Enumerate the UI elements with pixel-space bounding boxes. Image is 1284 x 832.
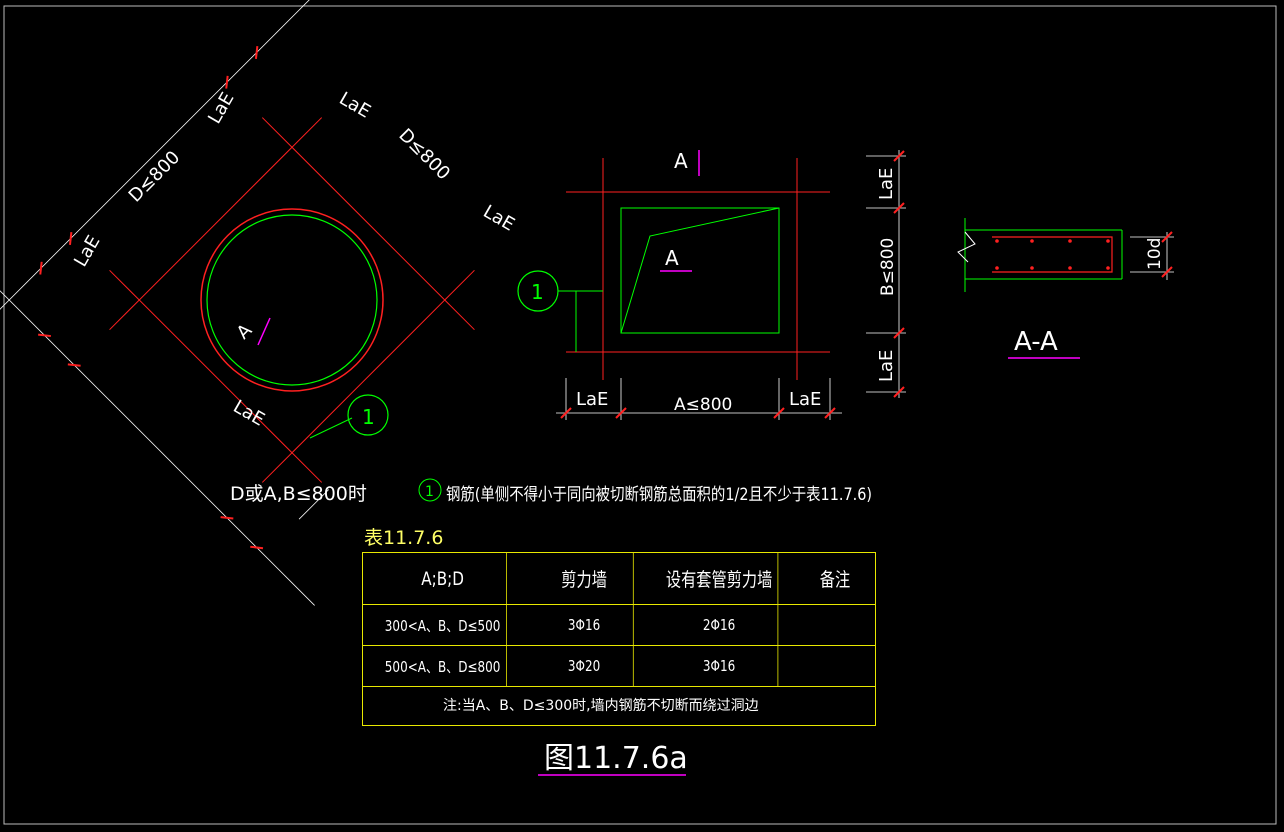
rectangular-opening-detail: A A 1 LaE A≤800 LaE LaE B≤800 LaE <box>517 149 906 420</box>
rebar-callout-circle <box>347 394 389 436</box>
table-header-cell: 备注 <box>819 569 851 591</box>
table-cell: 2Φ16 <box>661 605 779 645</box>
drawing-frame <box>3 5 1277 825</box>
table-cell: 3Φ16 <box>661 646 779 686</box>
table-title: 表11.7.6 <box>364 527 443 549</box>
table-header-cell: A;B;D <box>379 553 507 604</box>
section-aa-detail: 10d A-A <box>957 218 1174 359</box>
table-header-cell: 设有套管剪力墙 <box>661 553 779 604</box>
section-aa-title: A-A <box>1014 327 1058 357</box>
opening-rectangle <box>620 207 780 334</box>
ten-d-label: 10d <box>1145 238 1165 270</box>
table-cell: 3Φ20 <box>535 646 634 686</box>
callout-number: 1 <box>425 484 434 500</box>
reinforcement-square <box>138 146 446 454</box>
lae-label: LaE <box>576 389 608 410</box>
lae-label: LaE <box>70 232 104 271</box>
section-mark <box>257 317 271 346</box>
section-a-label: A <box>674 149 688 173</box>
opening-inner-circle <box>206 214 378 386</box>
opening-section-line <box>620 207 780 334</box>
table-row: 300<A、B、D≤500 3Φ16 2Φ16 <box>363 605 875 646</box>
rebar-callout-circle <box>418 478 442 502</box>
condition-label: D或A,B≤800时 <box>230 483 367 505</box>
table-header-row: A;B;D 剪力墙 设有套管剪力墙 备注 <box>363 553 875 605</box>
lae-label: LaE <box>876 168 897 200</box>
b-dim-label: B≤800 <box>878 238 898 296</box>
lae-label: LaE <box>230 396 269 430</box>
lae-label: LaE <box>876 350 897 382</box>
callout-number: 1 <box>362 405 375 429</box>
table-note: 注:当A、B、D≤300时,墙内钢筋不切断而绕过洞边 <box>443 698 759 714</box>
lae-label: LaE <box>204 89 238 128</box>
rebar-table: A;B;D 剪力墙 设有套管剪力墙 备注 300<A、B、D≤500 3Φ16 … <box>362 552 876 726</box>
table-cell <box>801 605 868 645</box>
table-cell: 300<A、B、D≤500 <box>379 605 507 645</box>
circular-opening-detail: LaE LaE D≤800 LaE D≤800 LaE LaE A 1 <box>0 0 519 606</box>
lae-label: LaE <box>789 389 821 410</box>
opening-a-label: A <box>665 246 679 270</box>
section-a-label: A <box>233 319 257 343</box>
lae-label: LaE <box>480 201 519 235</box>
table-cell: 3Φ16 <box>535 605 634 645</box>
rebar-note: 钢筋(单侧不得小于同向被切断钢筋总面积的1/2且不少于表11.7.6) <box>446 485 872 505</box>
a-dim-label: A≤800 <box>674 395 732 415</box>
d-dim-label: D≤800 <box>125 147 185 207</box>
table-header-cell: 剪力墙 <box>535 553 634 604</box>
table-row: 500<A、B、D≤800 3Φ20 3Φ16 <box>363 646 875 687</box>
figure-title: 图11.7.6a <box>544 741 688 776</box>
table-cell: 500<A、B、D≤800 <box>379 646 507 686</box>
opening-outer-circle <box>200 208 384 392</box>
lae-label: LaE <box>336 88 375 122</box>
rebar-loop <box>992 236 1113 273</box>
d-dim-label: D≤800 <box>394 125 454 185</box>
callout-number: 1 <box>531 280 544 304</box>
table-cell <box>801 646 868 686</box>
